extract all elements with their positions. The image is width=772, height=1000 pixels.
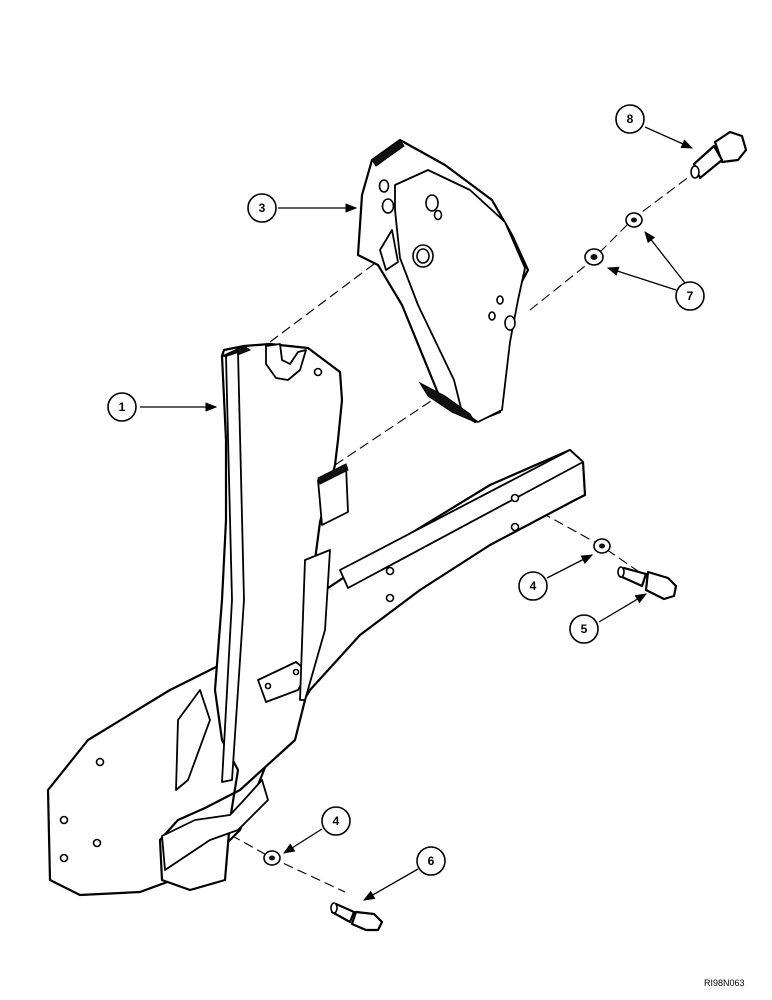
- washers-7: [584, 212, 643, 266]
- washer-4-lower: [263, 850, 281, 866]
- callout-1: 1: [107, 392, 137, 422]
- callout-4-upper: 4: [518, 571, 548, 601]
- figure-reference: RI98N063: [704, 978, 745, 988]
- callout-4-upper-label: 4: [530, 579, 537, 593]
- callout-7-label: 7: [687, 289, 694, 303]
- callout-4-lower: 4: [321, 806, 351, 836]
- leader-arrows: [140, 126, 694, 901]
- washer-4-upper: [593, 538, 611, 554]
- frame-holes: [59, 493, 520, 863]
- part-1-plate: [158, 342, 349, 892]
- part-3-holes: [378, 179, 516, 331]
- callout-6-label: 6: [428, 854, 435, 868]
- bolt-5: [617, 566, 678, 601]
- part-3-bracket: [356, 138, 530, 424]
- callout-balloons: 1 3 4 4 5 6 7 8: [107, 104, 705, 876]
- callout-7: 7: [675, 281, 705, 311]
- callout-3: 3: [247, 193, 277, 223]
- callout-3-label: 3: [259, 201, 266, 215]
- bolt-8: [690, 130, 748, 180]
- bolt-6: [330, 902, 384, 932]
- callout-5-label: 5: [581, 622, 588, 636]
- callout-4-lower-label: 4: [333, 814, 340, 828]
- callout-8: 8: [615, 104, 645, 134]
- callout-6: 6: [416, 846, 446, 876]
- callout-5: 5: [569, 614, 599, 644]
- callout-8-label: 8: [627, 112, 634, 126]
- callout-1-label: 1: [119, 400, 126, 414]
